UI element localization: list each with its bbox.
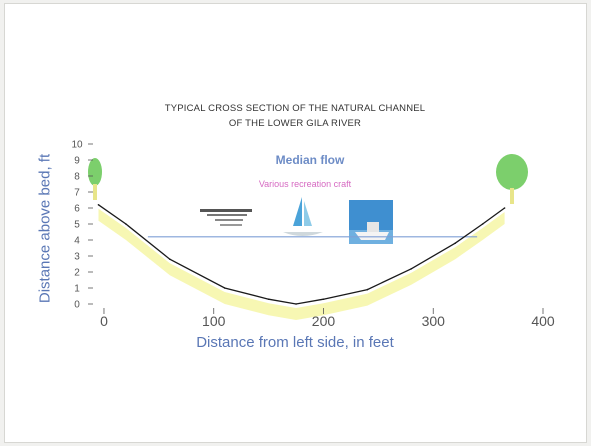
y-tick-label: 2 xyxy=(74,268,80,279)
channel-profile-line xyxy=(98,204,505,305)
y-tick-label: 3 xyxy=(74,252,80,263)
y-tick-label: 4 xyxy=(74,236,80,247)
tree-left-icon xyxy=(88,158,102,186)
channel-profile-point xyxy=(454,242,456,244)
x-axis-label: Distance from left side, in feet xyxy=(196,334,394,351)
vegetation-layer xyxy=(88,154,528,320)
tree-right-icon xyxy=(496,154,528,190)
channel-profile-point xyxy=(322,298,325,301)
channel-profile-point xyxy=(169,258,171,260)
channel-profile-point xyxy=(267,298,270,301)
y-tick-label: 9 xyxy=(74,156,80,167)
channel-profile-point xyxy=(97,204,100,206)
x-tick-label: 0 xyxy=(100,313,108,329)
x-tick-label: 400 xyxy=(531,313,555,329)
tree-left-icon-trunk xyxy=(93,184,97,200)
tree-right-icon-trunk xyxy=(510,188,514,204)
series-layer xyxy=(97,204,506,305)
y-tick-label: 10 xyxy=(71,140,83,151)
chart-title-line-1: TYPICAL CROSS SECTION OF THE NATURAL CHA… xyxy=(164,103,426,114)
channel-profile-point xyxy=(366,288,369,291)
channel-profile-point xyxy=(503,207,506,209)
channel-profile-point xyxy=(223,287,226,289)
x-tick-label: 300 xyxy=(422,313,446,329)
y-tick-label: 0 xyxy=(74,300,80,311)
channel-profile-point xyxy=(125,223,127,225)
y-tick-label: 6 xyxy=(74,204,80,215)
raft-icon xyxy=(200,209,252,226)
channel-profile-point xyxy=(295,303,297,305)
recreation-craft-label: Various recreation craft xyxy=(258,179,352,189)
chart-frame: TYPICAL CROSS SECTION OF THE NATURAL CHA… xyxy=(4,3,587,443)
y-tick-label: 7 xyxy=(74,188,80,199)
x-tick-label: 100 xyxy=(202,313,226,329)
channel-profile-point xyxy=(481,223,484,225)
channel-profile-point xyxy=(410,268,413,270)
sailboat-icon xyxy=(283,197,323,236)
chart-title-line-2: OF THE LOWER GILA RIVER xyxy=(228,118,362,129)
median-flow-label: Median flow xyxy=(275,153,345,167)
x-tick-label: 200 xyxy=(312,313,336,329)
y-axis-label: Distance above bed, ft xyxy=(36,153,54,304)
y-tick-label: 8 xyxy=(74,172,80,183)
y-tick-label: 1 xyxy=(74,284,80,295)
y-tick-label: 5 xyxy=(74,220,80,231)
